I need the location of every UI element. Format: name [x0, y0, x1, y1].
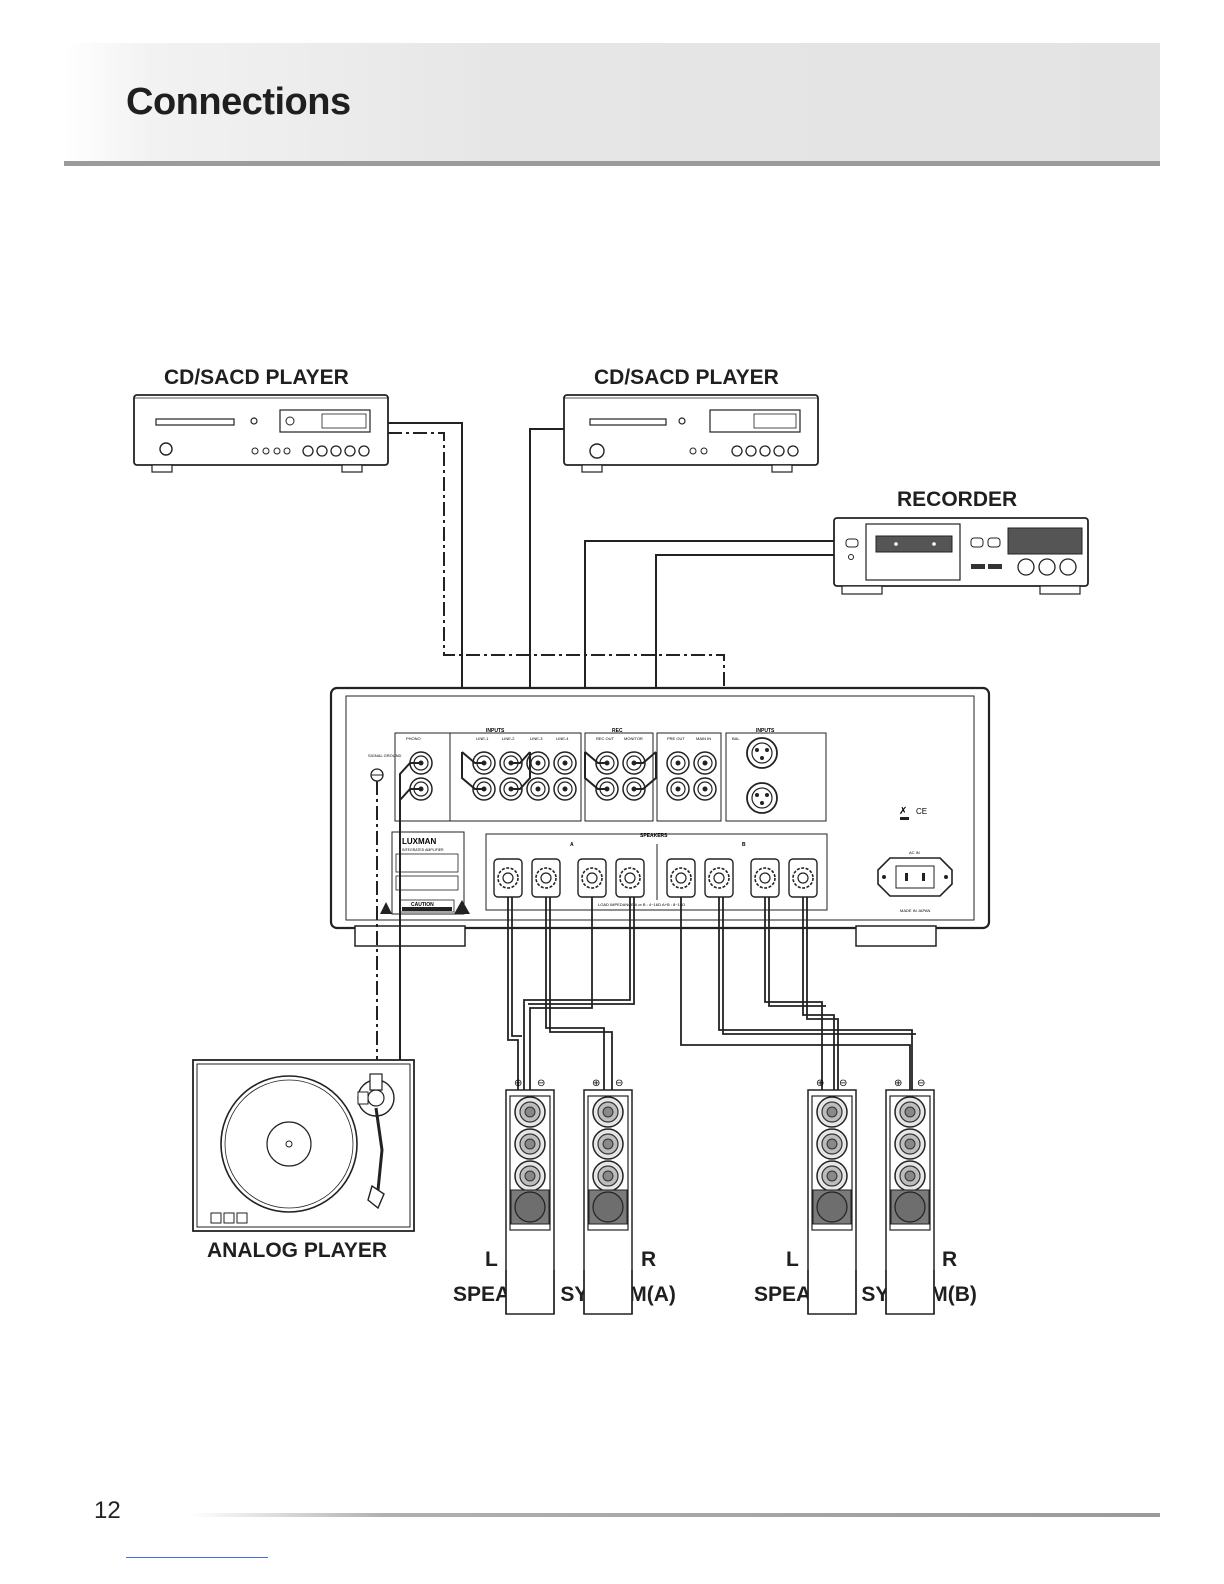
- link-underline: [126, 1557, 268, 1558]
- weee-icon: ✗: [899, 806, 907, 817]
- line3-text: LINE-3: [530, 736, 543, 741]
- recorder-label: RECORDER: [897, 488, 1018, 511]
- cd-player-2-label: CD/SACD PLAYER: [594, 366, 779, 389]
- rec-out-text: REC OUT: [596, 736, 615, 741]
- integrated-text: INTEGRATED AMPLIFIER: [402, 848, 444, 852]
- plus-icon: ⊕: [894, 1078, 902, 1089]
- cd-player-1-label: CD/SACD PLAYER: [164, 366, 349, 389]
- speaker-a-right-label: R: [641, 1248, 657, 1271]
- page-number: 12: [94, 1497, 121, 1524]
- plus-icon: ⊕: [592, 1078, 600, 1089]
- cd-player-1: [133, 394, 389, 473]
- plug-cables: [461, 751, 657, 790]
- speaker-bases: [505, 1270, 935, 1314]
- analog-player: [192, 1059, 415, 1232]
- speaker-cables: [507, 897, 916, 1090]
- bal-text: BAL: [732, 736, 740, 741]
- ac-in-text: AC IN: [909, 850, 920, 855]
- plus-icon: ⊕: [816, 1078, 824, 1089]
- minus-icon: ⊖: [839, 1078, 847, 1089]
- speaker-a-left: ⊕ ⊖: [506, 1078, 554, 1314]
- speaker-b-right: ⊕ ⊖: [886, 1078, 934, 1314]
- group-a-text: A: [570, 842, 574, 848]
- line4-text: LINE-4: [556, 736, 569, 741]
- speaker-b-left-label: L: [786, 1248, 799, 1271]
- main-in-text: MAIN IN: [696, 736, 711, 741]
- speaker-b-left: ⊕ ⊖: [808, 1078, 856, 1314]
- phono-text: PHONO: [406, 736, 421, 741]
- group-b-text: B: [742, 842, 746, 848]
- made-in-text: MADE IN JAPAN: [900, 908, 930, 913]
- minus-icon: ⊖: [615, 1078, 623, 1089]
- monitor-text: MONITOR: [624, 736, 643, 741]
- speaker-a-right: ⊕ ⊖: [584, 1078, 632, 1314]
- minus-icon: ⊖: [917, 1078, 925, 1089]
- pre-out-text: PRE OUT: [667, 736, 685, 741]
- speakers-text: SPEAKERS: [640, 833, 668, 839]
- signal-ground-text: SIGNAL GROUND: [368, 753, 402, 758]
- ce-mark: CE: [916, 807, 927, 816]
- analog-player-label: ANALOG PLAYER: [207, 1239, 388, 1262]
- line1-text: LINE-1: [476, 736, 489, 741]
- page-title: Connections: [126, 81, 351, 123]
- recorder: [833, 517, 1089, 595]
- phono-cables: [376, 762, 421, 1060]
- speaker-b-right-label: R: [942, 1248, 958, 1271]
- inputs-text: INPUTS: [486, 728, 505, 734]
- footer-rule: [190, 1513, 1160, 1517]
- amplifier-rear-panel: INPUTS REC INPUTS PHONO LINE-1 LINE-2 LI…: [329, 686, 991, 947]
- line2-text: LINE-2: [502, 736, 515, 741]
- minus-icon: ⊖: [537, 1078, 545, 1089]
- plus-icon: ⊕: [514, 1078, 522, 1089]
- brand-text: LUXMAN: [402, 837, 436, 846]
- page-header: Connections: [64, 43, 1160, 166]
- rec-text: REC: [612, 728, 623, 734]
- cd-player-2: [563, 394, 819, 473]
- load-impedance-text: LOAD IMPEDANCE A or B : 4~16Ω A+B : 8~16…: [598, 902, 685, 907]
- inputs-bal-text: INPUTS: [756, 728, 775, 734]
- caution-text: CAUTION: [411, 902, 434, 908]
- speaker-a-left-label: L: [485, 1248, 498, 1271]
